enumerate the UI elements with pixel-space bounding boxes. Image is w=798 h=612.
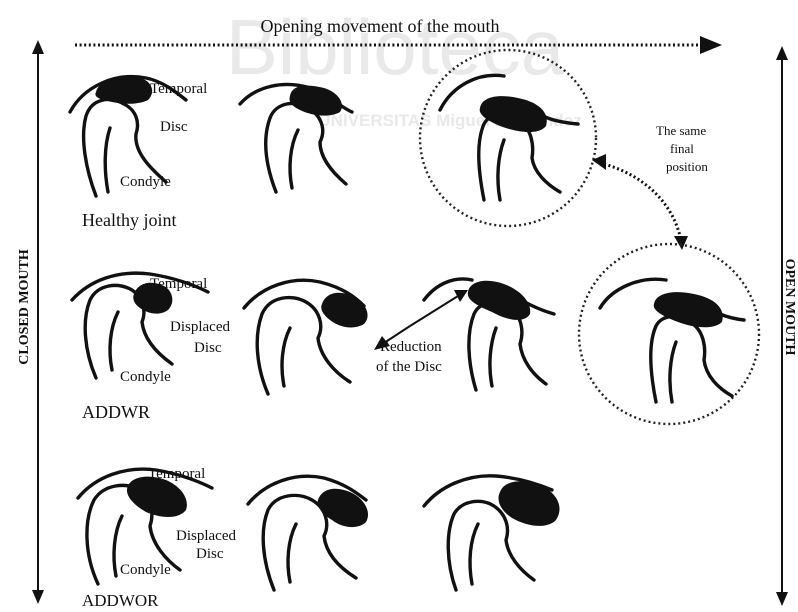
condyle-neck <box>105 128 110 192</box>
label-displaced: Displaced <box>176 528 236 544</box>
addwor-stage-3 <box>424 476 560 590</box>
addwor-stage-2 <box>248 476 368 590</box>
curved-arrow-head-start-icon <box>592 154 606 170</box>
condyle-neck <box>110 312 118 370</box>
condyle-neck <box>498 140 504 200</box>
right-axis-top-arrow-icon <box>776 46 788 60</box>
reduction-label-line-1: Reduction <box>380 339 442 355</box>
label-condyle: Condyle <box>120 562 171 578</box>
row-addwr: Temporal Displaced Disc Condyle ADDWR Re… <box>72 244 759 424</box>
label-disc: Disc <box>160 119 188 135</box>
open-mouth-axis: OPEN MOUTH <box>776 46 797 606</box>
temporal-bone <box>424 279 472 300</box>
opening-movement-label: Opening movement of the mouth <box>261 16 500 36</box>
addwr-stage-4-final <box>579 244 759 424</box>
closed-mouth-label: CLOSED MOUTH <box>17 249 32 365</box>
label-disc: Disc <box>196 546 224 562</box>
label-temporal: Temporal <box>150 81 207 97</box>
reduction-arrow-right-head-icon <box>454 290 468 302</box>
label-disc: Disc <box>194 340 222 356</box>
label-temporal: Temporal <box>148 466 205 482</box>
row-title-addwor: ADDWOR <box>82 591 159 610</box>
condyle-neck <box>282 328 290 386</box>
row-title-addwr: ADDWR <box>82 402 150 422</box>
label-condyle: Condyle <box>120 369 171 385</box>
displaced-disc <box>321 293 367 328</box>
left-axis-bottom-arrow-icon <box>32 590 44 604</box>
right-axis-bottom-arrow-icon <box>776 592 788 606</box>
reduced-disc <box>468 281 530 320</box>
note-same-line-3: position <box>666 159 708 174</box>
addwr-stage-3 <box>424 279 554 390</box>
note-same-line-1: The same <box>656 123 706 138</box>
note-same-line-2: final <box>670 141 694 156</box>
open-mouth-label: OPEN MOUTH <box>782 259 797 356</box>
displaced-disc <box>127 477 187 517</box>
label-condyle: Condyle <box>120 174 171 190</box>
curved-arrow-head-end-icon <box>674 236 688 250</box>
closed-mouth-axis: CLOSED MOUTH <box>14 40 44 604</box>
condyle <box>651 316 732 402</box>
label-temporal: Temporal <box>150 276 207 292</box>
reduction-arrow-right <box>410 296 458 326</box>
row-title-healthy-joint: Healthy joint <box>82 210 176 230</box>
condyle-neck <box>670 342 676 402</box>
arrow-head-icon <box>700 36 722 54</box>
condyle-neck <box>470 524 478 584</box>
left-axis-top-arrow-icon <box>32 40 44 54</box>
healthy-stage-2 <box>240 85 352 192</box>
condyle-neck <box>288 524 296 582</box>
curved-dotted-arrow <box>604 164 680 236</box>
condyle-neck <box>290 130 298 188</box>
row-addwor: Temporal Displaced Disc Condyle ADDWOR <box>78 466 560 610</box>
reduction-label-line-2: of the Disc <box>376 359 442 375</box>
label-displaced: Displaced <box>170 319 230 335</box>
addwr-stage-2 <box>244 280 368 394</box>
condyle-neck <box>490 328 496 386</box>
